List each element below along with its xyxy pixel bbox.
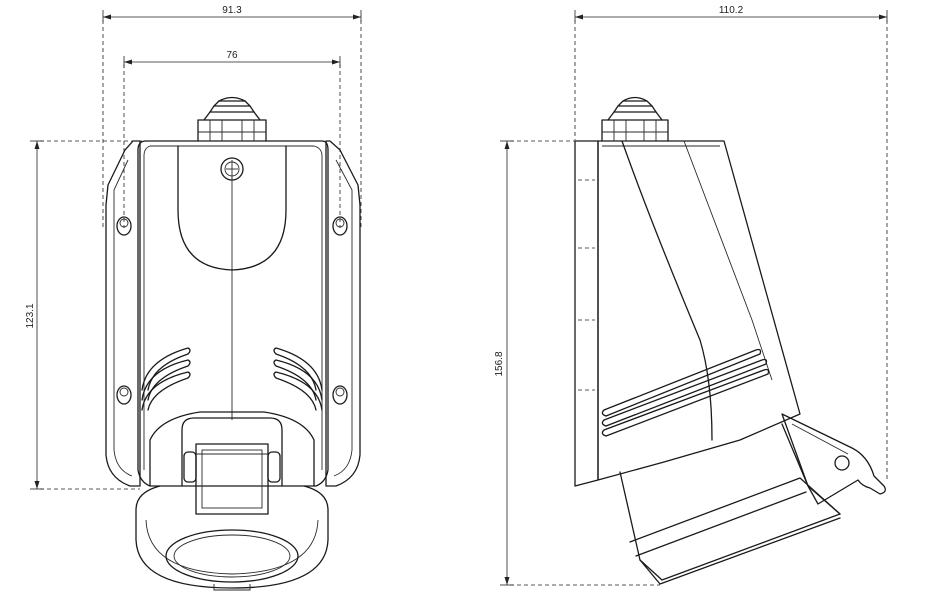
dim-label-76: 76 bbox=[226, 50, 238, 61]
dim-label-156-8: 156.8 bbox=[494, 351, 505, 376]
vent-ribs-right bbox=[273, 347, 323, 411]
dim-front-mount-width: 76 bbox=[123, 50, 341, 228]
lid-hinge bbox=[181, 417, 283, 515]
dim-front-overall-width: 91.3 bbox=[102, 5, 362, 228]
lower-collar bbox=[149, 411, 315, 487]
dim-label-91-3: 91.3 bbox=[222, 5, 242, 16]
dim-label-123-1: 123.1 bbox=[25, 303, 36, 328]
side-socket-collar bbox=[619, 423, 841, 585]
front-view: 91.3 76 123.1 bbox=[25, 5, 362, 591]
dim-side-overall-depth: 110.2 bbox=[574, 5, 888, 480]
screw-icon bbox=[220, 157, 244, 181]
side-vent-ribs bbox=[601, 348, 770, 437]
side-view: 110.2 156.8 bbox=[494, 5, 888, 586]
upper-arch bbox=[177, 145, 287, 271]
vent-ribs-left bbox=[141, 347, 191, 411]
dim-label-110-2: 110.2 bbox=[719, 5, 744, 16]
side-lid bbox=[781, 413, 886, 505]
mounting-hole bbox=[116, 216, 348, 405]
hinge-pin bbox=[834, 455, 850, 471]
side-body bbox=[597, 140, 801, 481]
dim-front-height: 123.1 bbox=[25, 140, 150, 490]
socket-face bbox=[135, 485, 329, 591]
side-cable-gland bbox=[601, 96, 669, 142]
socket-body bbox=[137, 140, 329, 487]
mounting-plate bbox=[105, 140, 141, 487]
dim-side-overall-height: 156.8 bbox=[494, 140, 660, 586]
side-mounting-plate bbox=[574, 140, 599, 487]
cable-gland bbox=[197, 96, 267, 142]
